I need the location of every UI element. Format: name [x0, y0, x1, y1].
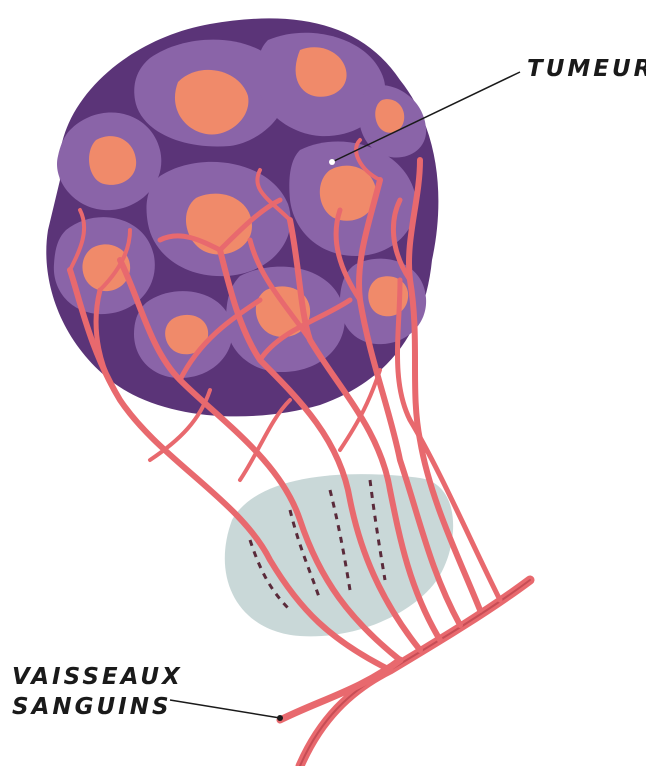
blood-vessels-label-line2: SANGUINS [12, 692, 183, 722]
vessels-leader-dot [277, 715, 283, 721]
blood-vessels-label-line1: VAISSEAUX [12, 662, 183, 692]
tumor-label: TUMEUR [527, 54, 646, 84]
blood-vessels-label: VAISSEAUX SANGUINS [12, 662, 183, 722]
tissue-patch [225, 474, 453, 636]
tumor-leader-dot [329, 159, 335, 165]
tumor-mass [46, 18, 438, 416]
vessels-leader-line [170, 700, 280, 718]
